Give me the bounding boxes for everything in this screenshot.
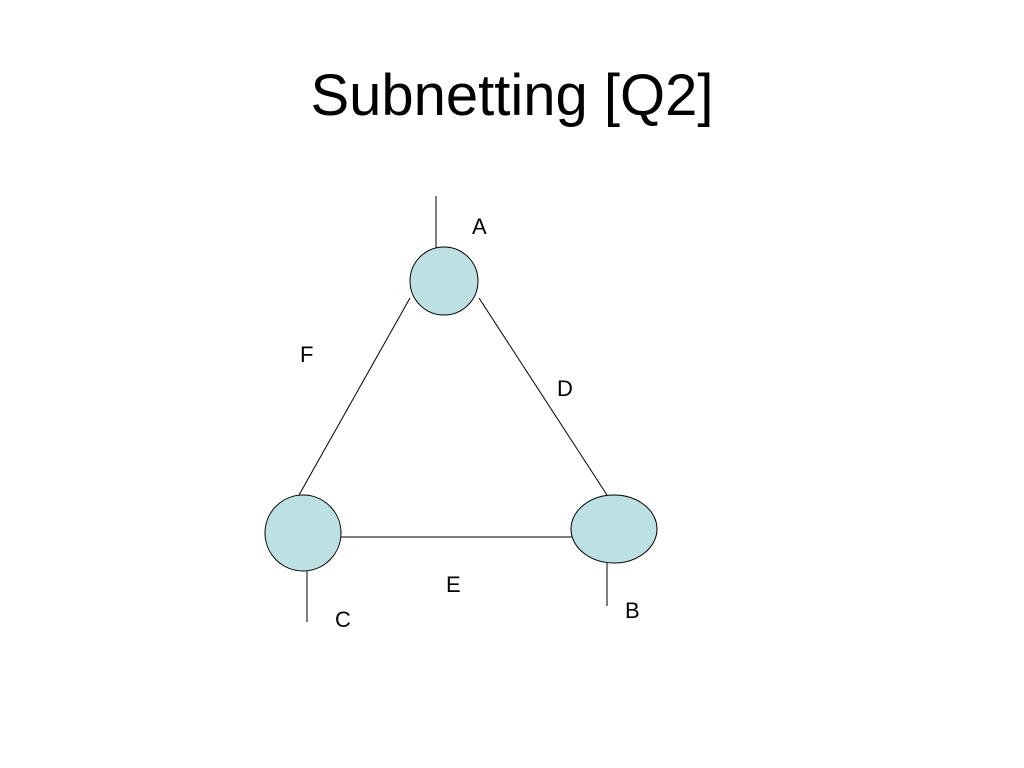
label-c: C xyxy=(335,607,351,632)
label-f: F xyxy=(300,342,313,367)
label-a: A xyxy=(472,214,487,239)
label-e: E xyxy=(446,572,461,597)
slide-title: Subnetting [Q2] xyxy=(310,63,714,128)
router-node-bottom-right xyxy=(570,494,658,564)
label-b: B xyxy=(625,598,640,623)
link-d xyxy=(478,297,608,496)
link-f xyxy=(298,297,411,496)
label-d: D xyxy=(557,376,573,401)
router-node-bottom-left xyxy=(264,494,342,572)
router-node-top xyxy=(409,246,479,316)
